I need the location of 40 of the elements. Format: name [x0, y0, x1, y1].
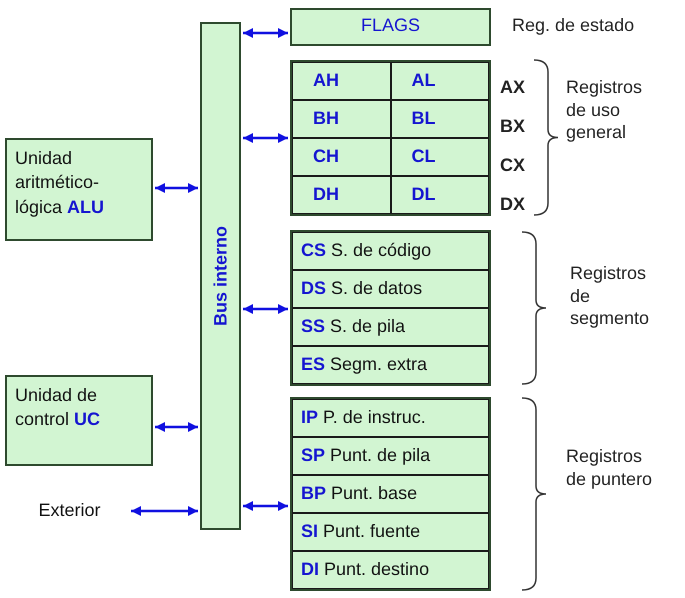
- register-cell: BP Punt. base: [292, 475, 489, 513]
- register-cell: DL: [390, 176, 489, 214]
- register-cell: CS S. de código: [292, 232, 489, 270]
- register-pair-label: AX: [500, 76, 526, 98]
- register-cell: ES Segm. extra: [292, 346, 489, 384]
- group-label: Registros de segmento: [570, 262, 650, 330]
- register-cell: DI Punt. destino: [292, 551, 489, 589]
- register-pair-label: BX: [500, 115, 526, 138]
- unit-box: Unidad aritmético-lógica ALU: [5, 138, 153, 241]
- double-arrow: [243, 28, 288, 38]
- register-cell: SI Punt. fuente: [292, 513, 489, 551]
- register-box: FLAGS: [290, 8, 491, 46]
- double-arrow: [155, 422, 198, 432]
- double-arrow: [243, 501, 288, 511]
- register-cell: DH: [292, 176, 390, 214]
- register-pair-label: CX: [500, 154, 526, 176]
- register-cell: SS S. de pila: [292, 308, 489, 346]
- double-arrow: [155, 183, 198, 193]
- register-cell: AL: [390, 62, 489, 100]
- register-cell: BL: [390, 100, 489, 138]
- double-arrow: [131, 506, 198, 516]
- register-pair-label: DX: [500, 193, 526, 216]
- register-cell: DS S. de datos: [292, 270, 489, 308]
- register-cell: CL: [390, 138, 489, 176]
- unit-box: Unidad de control UC: [5, 375, 153, 466]
- group-label: Reg. de estado: [512, 14, 636, 36]
- register-group: [290, 397, 491, 591]
- group-label: Registros de uso general: [566, 76, 644, 144]
- register-cell: IP P. de instruc.: [292, 399, 489, 437]
- bus-bar: Bus interno: [200, 22, 241, 530]
- register-cell: AH: [292, 62, 390, 100]
- double-arrow: [243, 133, 288, 143]
- text-label: Exterior: [22, 497, 117, 525]
- group-label: Registros de puntero: [566, 445, 654, 490]
- register-cell: BH: [292, 100, 390, 138]
- register-group: [290, 230, 491, 386]
- register-group: [290, 60, 491, 216]
- double-arrow: [243, 304, 288, 314]
- register-cell: SP Punt. de pila: [292, 437, 489, 475]
- register-cell: CH: [292, 138, 390, 176]
